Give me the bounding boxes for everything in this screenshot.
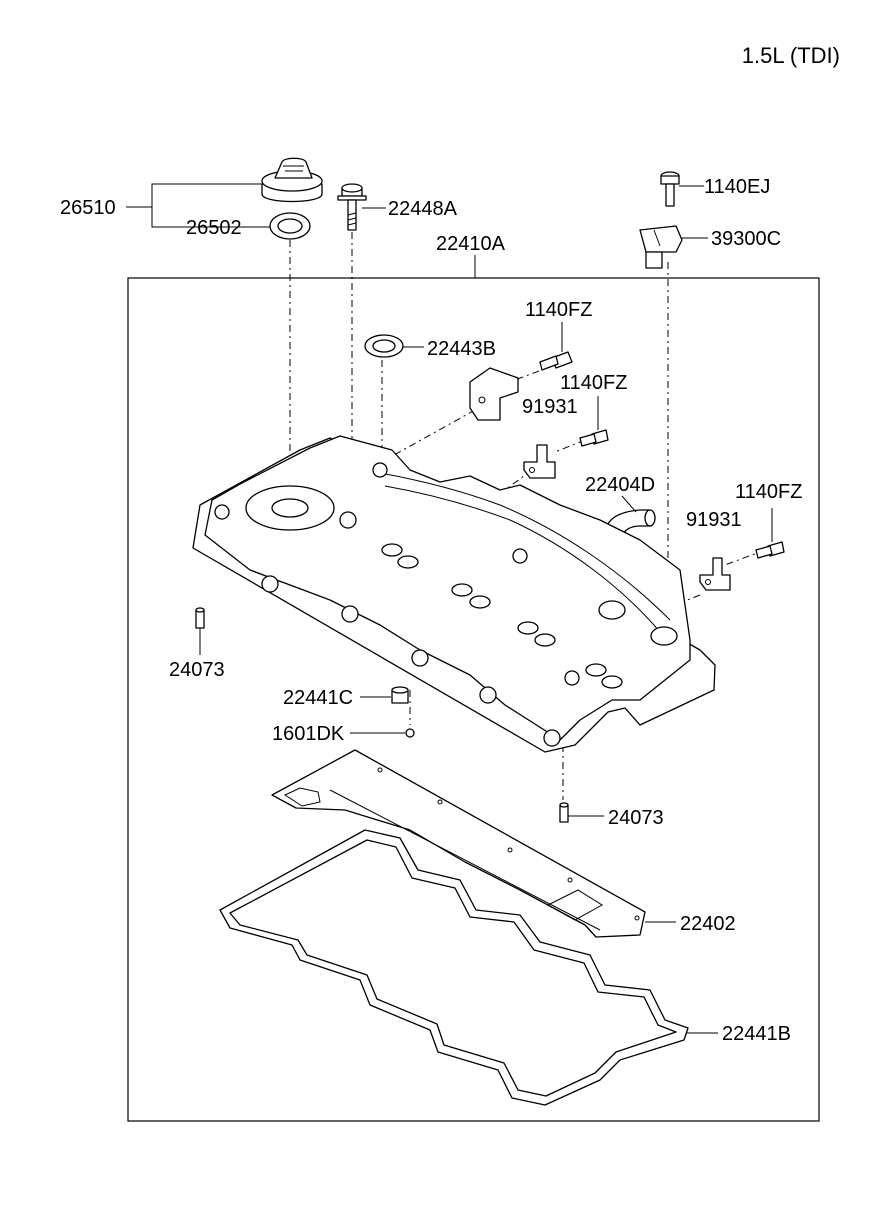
- label-22402[interactable]: 22402: [680, 913, 736, 935]
- leader-26510: [151, 183, 270, 228]
- label-26502[interactable]: 26502: [186, 217, 242, 239]
- bolt-bosses: [214, 462, 678, 747]
- label-39300c[interactable]: 39300C: [711, 228, 781, 250]
- label-91931-a[interactable]: 91931: [522, 396, 578, 418]
- label-22441b[interactable]: 22441B: [722, 1023, 791, 1045]
- grommet-22441c-icon[interactable]: [391, 686, 409, 704]
- rocker-cover-icon[interactable]: [192, 435, 716, 753]
- label-1601dk[interactable]: 1601DK: [272, 723, 345, 745]
- bolt-1140fz-c-icon[interactable]: [755, 541, 785, 559]
- label-1140fz-a[interactable]: 1140FZ: [525, 299, 592, 321]
- dowel-pin-a-icon[interactable]: [195, 607, 205, 629]
- label-24073-b[interactable]: 24073: [608, 807, 664, 829]
- label-22404d[interactable]: 22404D: [585, 474, 655, 496]
- label-22443b[interactable]: 22443B: [427, 338, 496, 360]
- injector-bores: [381, 543, 623, 689]
- oil-filler-cap-icon[interactable]: [261, 157, 323, 203]
- dowel-pin-b-icon[interactable]: [559, 802, 569, 823]
- gasket-22441b-icon[interactable]: [219, 829, 689, 1106]
- clip-91931-b-icon[interactable]: [699, 557, 731, 591]
- cam-sensor-icon[interactable]: [639, 225, 683, 269]
- label-91931-b[interactable]: 91931: [686, 509, 742, 531]
- bolt-1140fz-a-icon[interactable]: [539, 351, 573, 371]
- label-1140fz-c[interactable]: 1140FZ: [735, 481, 802, 503]
- bolt-1140ej-icon[interactable]: [660, 171, 680, 207]
- engine-title: 1.5L (TDI): [742, 43, 840, 68]
- cap-seal-ring-icon[interactable]: [269, 212, 311, 240]
- label-1140fz-b[interactable]: 1140FZ: [560, 372, 627, 394]
- label-22448a[interactable]: 22448A: [388, 198, 458, 220]
- label-1140ej[interactable]: 1140EJ: [704, 176, 770, 198]
- cover-gasket-icon[interactable]: [271, 749, 646, 938]
- clip-91931-a-icon[interactable]: [523, 444, 556, 479]
- label-22441c[interactable]: 22441C: [283, 687, 353, 709]
- bracket-upper-icon[interactable]: [469, 367, 519, 421]
- bolt-1140fz-b-icon[interactable]: [579, 429, 609, 447]
- assembly-frame: [127, 277, 820, 1122]
- label-22410a[interactable]: 22410A: [436, 233, 506, 255]
- label-26510[interactable]: 26510: [60, 197, 116, 219]
- bolt-22448a-icon[interactable]: [337, 183, 367, 231]
- label-24073-a[interactable]: 24073: [169, 659, 225, 681]
- part-labels: 26510 26502 22448A 22410A 1140EJ 39300C …: [60, 176, 802, 1045]
- plug-1601dk-icon[interactable]: [405, 728, 415, 738]
- seal-22443b-icon[interactable]: [364, 334, 404, 358]
